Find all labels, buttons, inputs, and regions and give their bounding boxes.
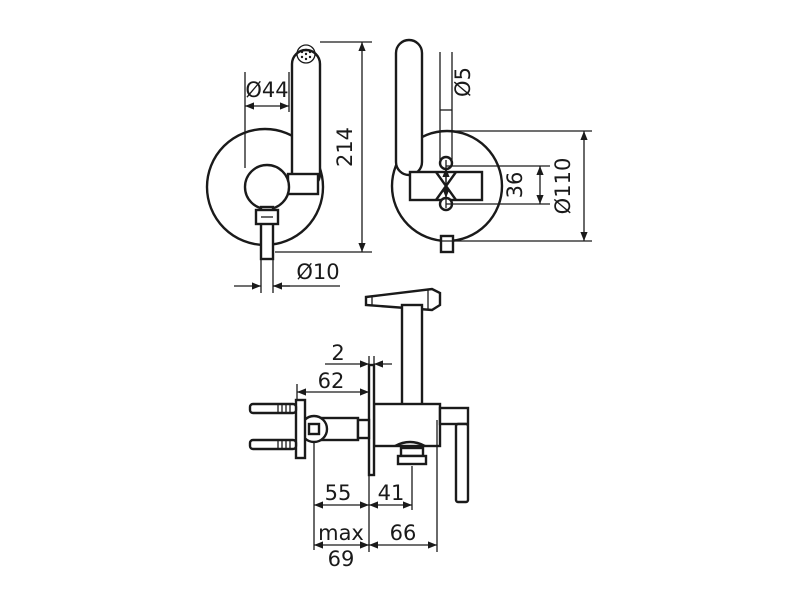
dim-d2-label: 2 bbox=[331, 341, 344, 365]
dim-max-label: max bbox=[318, 521, 364, 545]
dim-d5-label: Ø5 bbox=[451, 67, 475, 97]
section-outlet-nut bbox=[399, 446, 425, 458]
dim-d110: Ø110 bbox=[442, 130, 592, 242]
front-view bbox=[205, 44, 325, 261]
dim-d36-label: 36 bbox=[503, 172, 527, 199]
dim-d41-label: 41 bbox=[378, 481, 405, 505]
section-valve-body bbox=[372, 402, 442, 448]
dim-d110-label: Ø110 bbox=[551, 158, 575, 215]
dim-bottom-group: 55 41 max 69 66 bbox=[313, 420, 438, 571]
section-lever-top bbox=[438, 406, 470, 426]
dim-d5: Ø5 bbox=[439, 52, 475, 160]
front-valve-knob bbox=[243, 163, 291, 211]
dim-d44-label: Ø44 bbox=[245, 78, 288, 102]
section-square-nut bbox=[307, 422, 321, 436]
side-hand-shower bbox=[394, 38, 424, 177]
dim-d36: 36 bbox=[446, 165, 550, 205]
section-outlet-thread bbox=[396, 454, 428, 466]
dim-h214-label: 214 bbox=[333, 127, 357, 167]
dim-d69-label: 69 bbox=[328, 547, 355, 571]
section-shower-stem bbox=[400, 303, 424, 407]
section-pipe-collar bbox=[356, 418, 371, 440]
dim-d44: Ø44 bbox=[244, 72, 290, 168]
section-lever-handle bbox=[454, 422, 470, 504]
dim-h214: 214 bbox=[275, 41, 372, 253]
dim-d10-label: Ø10 bbox=[296, 260, 339, 284]
dim-d62: 62 bbox=[296, 369, 369, 400]
side-view bbox=[390, 38, 504, 254]
section-bracket bbox=[294, 398, 307, 460]
front-holder bbox=[286, 172, 320, 196]
dim-d2: 2 bbox=[325, 341, 392, 372]
side-outlet bbox=[439, 234, 455, 254]
dim-d66-label: 66 bbox=[390, 521, 417, 545]
dim-d62-label: 62 bbox=[318, 369, 345, 393]
front-shower-nozzle bbox=[296, 44, 316, 64]
dim-d55-label: 55 bbox=[325, 481, 352, 505]
dim-d10: Ø10 bbox=[234, 255, 340, 293]
front-hand-shower bbox=[290, 48, 322, 190]
section-screw-bottom bbox=[248, 438, 298, 451]
section-screw-top bbox=[248, 402, 298, 415]
section-view bbox=[248, 287, 470, 504]
